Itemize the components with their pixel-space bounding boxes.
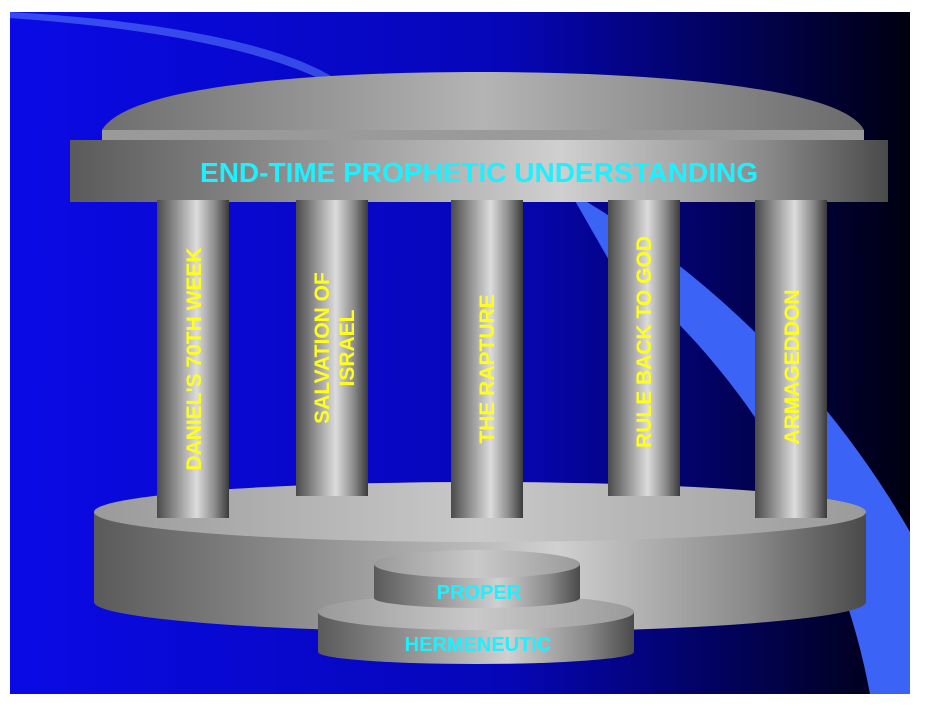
background-swoosh-top	[10, 12, 340, 84]
slide: END-TIME PROPHETIC UNDERSTANDING DANIEL'…	[10, 12, 910, 694]
foundation-lower-label: HERMENEUTIC	[405, 634, 552, 656]
pillar-2: SALVATION OF ISRAEL	[296, 200, 368, 496]
pillar-5: ARMAGEDDON	[755, 200, 827, 518]
background-swoosh-right	[570, 192, 910, 694]
pillar-1-label: DANIEL'S 70TH WEEK	[183, 247, 206, 470]
temple-diagram: END-TIME PROPHETIC UNDERSTANDING DANIEL'…	[10, 12, 910, 694]
pillar-5-label: ARMAGEDDON	[781, 289, 804, 444]
pillar-3: THE RAPTURE	[451, 200, 523, 518]
pillars: DANIEL'S 70TH WEEK SALVATION OF ISRAEL T…	[157, 200, 827, 518]
foundation-upper-label: PROPER	[437, 582, 522, 604]
pillar-4-label: RULE BACK TO GOD	[633, 236, 656, 448]
roof-title: END-TIME PROPHETIC UNDERSTANDING	[200, 157, 758, 188]
temple-roof: END-TIME PROPHETIC UNDERSTANDING	[70, 72, 888, 202]
pillar-3-label: THE RAPTURE	[476, 294, 499, 443]
roof-beam	[70, 140, 888, 202]
pillar-1: DANIEL'S 70TH WEEK	[157, 200, 229, 518]
pillar-2-label-line-1: SALVATION OF	[311, 272, 334, 424]
foundation-upper-step: PROPER	[374, 550, 580, 608]
foundation: HERMENEUTIC PROPER	[318, 550, 634, 664]
pillar-2-label-line-2: ISRAEL	[336, 309, 359, 386]
pillar-4: RULE BACK TO GOD	[608, 200, 680, 496]
